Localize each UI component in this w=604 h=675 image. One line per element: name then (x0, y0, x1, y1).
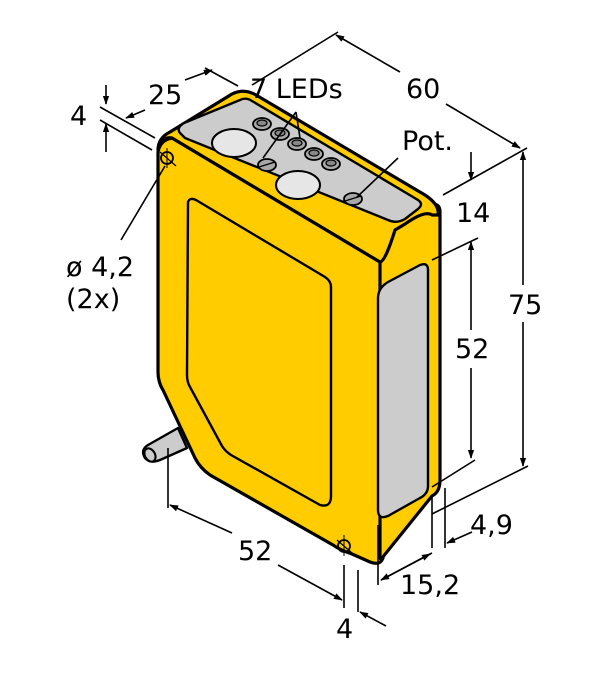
dim-height-total: 75 (508, 290, 542, 321)
housing-front-face (156, 136, 385, 565)
led-indicator-icon (321, 157, 341, 171)
dim-window-offset: 4,9 (470, 510, 513, 541)
cable (141, 426, 189, 463)
screw-icon (257, 158, 277, 172)
pot-callout-leader (356, 157, 399, 198)
label-hole-diameter: ø 4,2 (66, 252, 134, 283)
dimension-lines (99, 31, 529, 627)
led-callout-leader (262, 111, 297, 159)
lens-receiver (275, 170, 321, 200)
dim-window-width: 15,2 (400, 570, 460, 601)
dim-depth-top: 25 (148, 80, 182, 111)
side-window (376, 262, 430, 519)
dim-width-top: 60 (406, 74, 440, 105)
label-pot: Pot. (402, 126, 453, 157)
housing-side-face (376, 202, 442, 561)
housing-top-face (156, 89, 440, 264)
led-indicator-icon (287, 137, 307, 151)
front-inner-panel (185, 197, 333, 507)
dim-flange-bottom: 4 (336, 614, 353, 645)
label-leds: 7 LEDs (250, 74, 343, 105)
dim-top-offset: 14 (456, 198, 490, 229)
led-indicator-icon (252, 117, 272, 131)
hole-callout-leader (120, 165, 166, 241)
mounting-hole-icon (336, 535, 353, 556)
dim-window-height: 52 (455, 334, 489, 365)
label-hole-count: (2x) (66, 284, 120, 315)
lens-emitter (211, 128, 257, 158)
dim-front-width-bottom: 52 (238, 536, 272, 567)
dim-flange-top: 4 (70, 101, 87, 132)
led-indicator-icon (304, 147, 324, 161)
mounting-hole-icon (159, 148, 177, 168)
